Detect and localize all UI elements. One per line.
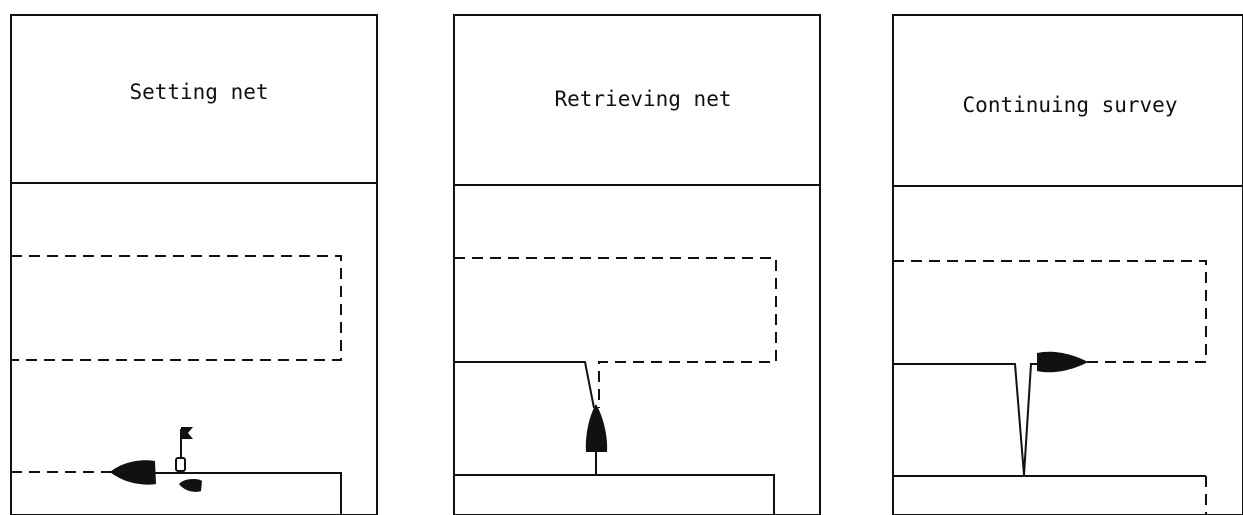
retrieved-line bbox=[454, 361, 595, 409]
panel-retrieving-net: Retrieving net bbox=[453, 14, 821, 515]
panel-continuing-survey: Continuing survey bbox=[892, 14, 1243, 515]
boat-icon bbox=[1037, 351, 1088, 373]
panel-setting-net: Setting net bbox=[10, 14, 378, 515]
panel-frame bbox=[892, 14, 1243, 515]
panel-title: Retrieving net bbox=[554, 87, 731, 111]
panel-frame bbox=[10, 14, 378, 515]
net-in-water-dashed bbox=[454, 257, 777, 408]
marker-buoy-flag-icon bbox=[175, 427, 193, 472]
boat-icon bbox=[585, 404, 608, 452]
panel-title: Continuing survey bbox=[963, 93, 1178, 117]
boat-icon bbox=[110, 460, 156, 485]
net-set-upper-dashed bbox=[11, 255, 342, 361]
float-buoy-icon bbox=[179, 479, 202, 492]
survey-path-dashed bbox=[893, 260, 1207, 363]
travelled-path bbox=[893, 363, 1040, 476]
survey-line bbox=[155, 472, 342, 515]
survey-line bbox=[454, 474, 775, 515]
panel-frame bbox=[453, 14, 821, 515]
panel-title: Setting net bbox=[129, 80, 268, 104]
